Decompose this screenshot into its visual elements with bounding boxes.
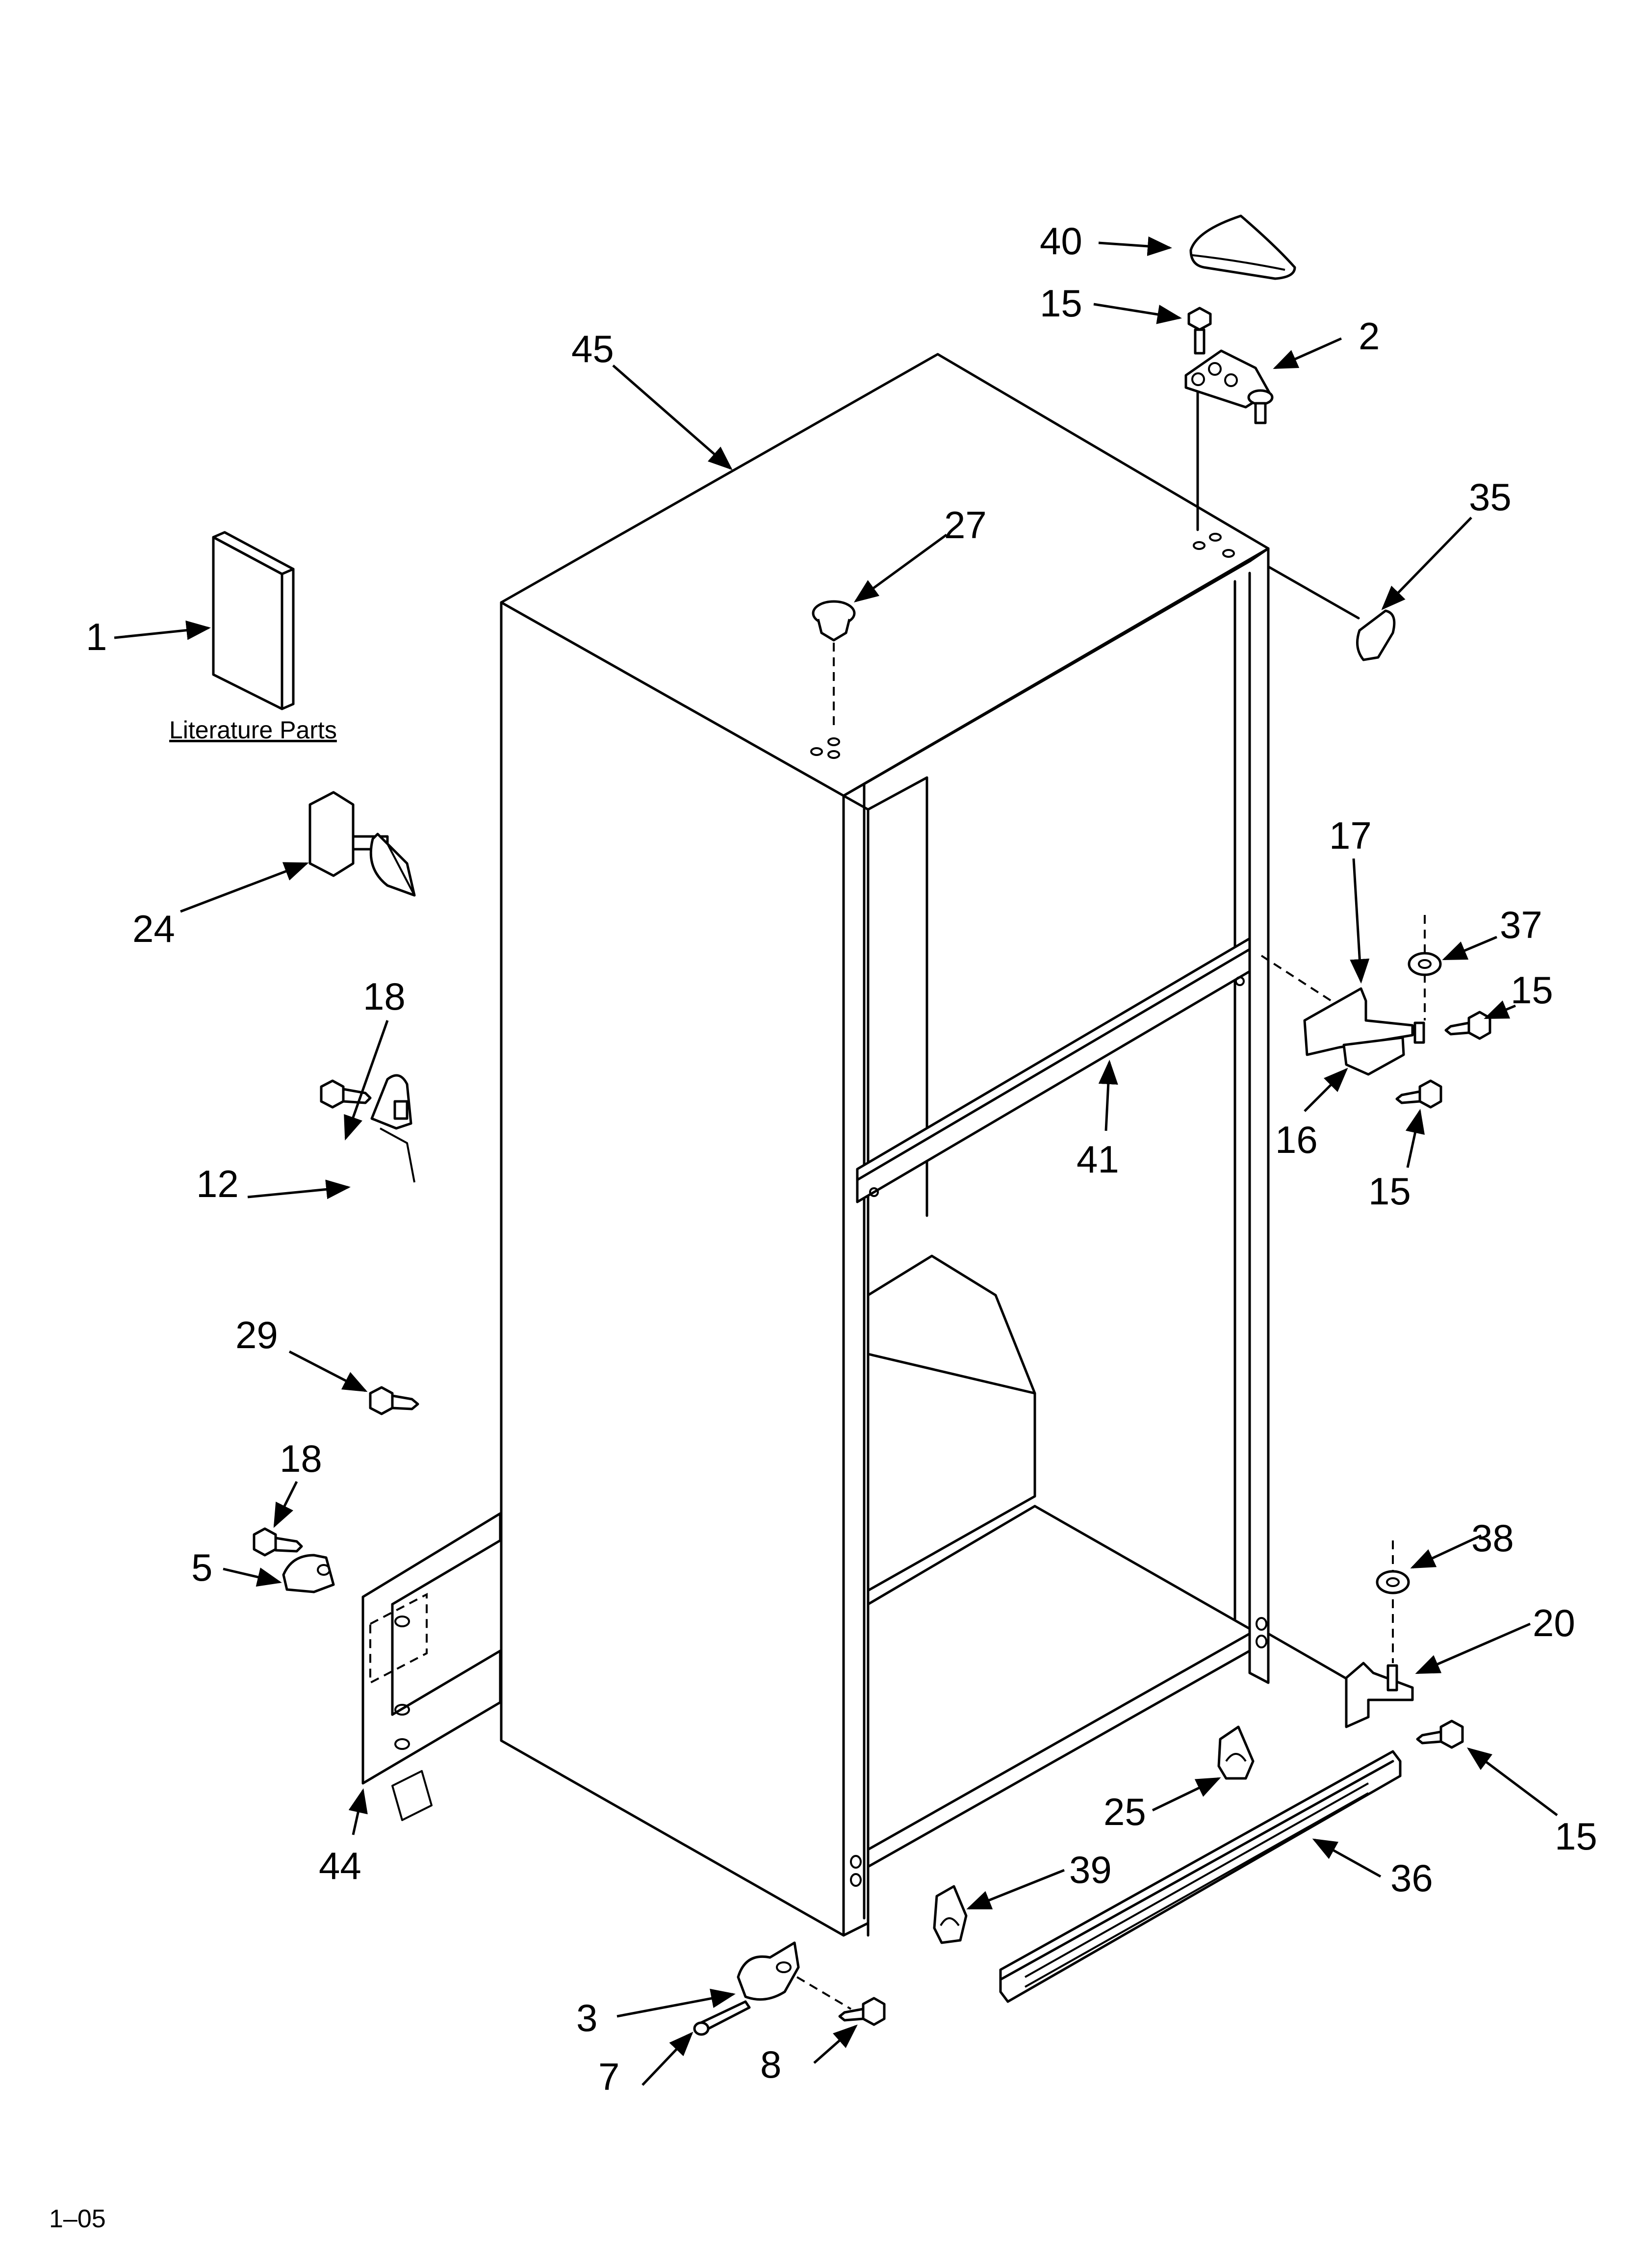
- top-hinge: [1184, 349, 1274, 531]
- callout-3: 3: [576, 1996, 597, 2039]
- callout-12: 12: [196, 1162, 239, 1205]
- callout-41: 41: [1077, 1138, 1119, 1181]
- callout-15-top: 15: [1040, 282, 1082, 325]
- callout-29: 29: [235, 1313, 278, 1356]
- screw-15-right-a: [1444, 1011, 1491, 1040]
- callout-40: 40: [1040, 219, 1082, 262]
- callout-8: 8: [760, 2043, 781, 2086]
- leader-lines: [114, 236, 1558, 2086]
- clamp-5: [282, 1554, 335, 1593]
- callout-1: 1: [86, 615, 107, 658]
- clip-12: [370, 1074, 415, 1183]
- screw-15-right-b: [1395, 1079, 1442, 1109]
- axle-pin: [693, 2000, 751, 2036]
- screw-18-upper: [320, 1079, 372, 1109]
- screw-29: [369, 1386, 419, 1415]
- callout-15-right-b: 15: [1368, 1170, 1411, 1213]
- callout-36: 36: [1390, 1856, 1433, 1900]
- callout-18-lower: 18: [280, 1437, 322, 1480]
- hinge-cap: [1267, 565, 1396, 661]
- literature-booklet: [212, 531, 295, 710]
- grille-clip-39: [933, 1885, 968, 1944]
- callout-18-upper: 18: [363, 975, 406, 1018]
- callout-24: 24: [132, 907, 175, 950]
- callout-45: 45: [571, 327, 614, 370]
- hinge-cover: [1189, 214, 1296, 280]
- callout-7: 7: [598, 2055, 619, 2098]
- washer-38: [1376, 1540, 1410, 1663]
- callout-2: 2: [1359, 314, 1380, 358]
- leveling-roller: [737, 1941, 800, 2001]
- callout-25: 25: [1103, 1790, 1146, 1833]
- side-panel: [361, 1512, 502, 1821]
- washer-37: [1408, 915, 1442, 1020]
- plug-button: [812, 600, 856, 731]
- callout-37: 37: [1500, 903, 1542, 946]
- top-hinge-screw: [1187, 307, 1212, 355]
- bottom-hinge: [1267, 1632, 1414, 1728]
- literature-parts-label: Literature Parts: [169, 716, 337, 744]
- callout-labels: 40 15 2 45 27 35 1 Literature Parts 24 1…: [49, 219, 1597, 2233]
- door-stop-pin: [308, 791, 416, 897]
- callout-15-bottom: 15: [1555, 1815, 1597, 1858]
- center-hinge: [1260, 955, 1425, 1076]
- toe-grille: [999, 1750, 1402, 2003]
- screw-15-bottom: [1416, 1720, 1464, 1749]
- grille-clip-25: [1217, 1725, 1255, 1780]
- callout-20: 20: [1533, 1601, 1575, 1644]
- callout-27: 27: [944, 503, 987, 547]
- callout-39: 39: [1069, 1848, 1112, 1891]
- callout-16: 16: [1275, 1118, 1318, 1161]
- screw-18-lower: [253, 1527, 303, 1557]
- callout-15-right-a: 15: [1511, 968, 1553, 1012]
- leveler-screw-8: [796, 1976, 886, 2026]
- callout-35: 35: [1469, 475, 1512, 519]
- page-code: 1–05: [49, 2205, 106, 2233]
- callout-17: 17: [1329, 814, 1372, 857]
- callout-38: 38: [1471, 1516, 1514, 1560]
- refrigerator-cabinet: [500, 353, 1270, 1937]
- callout-5: 5: [191, 1546, 212, 1589]
- callout-44: 44: [319, 1844, 361, 1887]
